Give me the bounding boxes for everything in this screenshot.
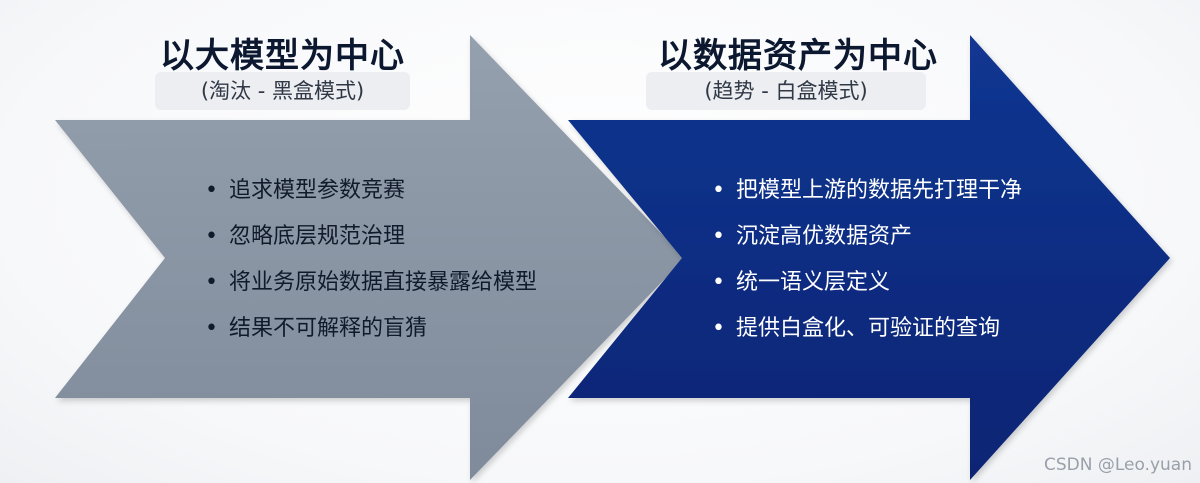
left-subtitle-badge: (淘汰 - 黑盒模式) [155, 72, 410, 110]
left-bullet-list: 追求模型参数竞赛 忽略底层规范治理 将业务原始数据直接暴露给模型 结果不可解释的… [205, 168, 537, 352]
left-bullet-item: 结果不可解释的盲猜 [205, 306, 537, 352]
right-bullet-item: 统一语义层定义 [712, 260, 1022, 306]
right-subtitle-badge: (趋势 - 白盒模式) [646, 72, 926, 110]
right-bullet-item: 沉淀高优数据资产 [712, 214, 1022, 260]
left-bullet-item: 追求模型参数竞赛 [205, 168, 537, 214]
right-bullet-item: 提供白盒化、可验证的查询 [712, 306, 1022, 352]
right-title: 以数据资产为中心 [658, 36, 938, 76]
right-bullet-list: 把模型上游的数据先打理干净 沉淀高优数据资产 统一语义层定义 提供白盒化、可验证… [712, 168, 1022, 352]
right-bullet-item: 把模型上游的数据先打理干净 [712, 168, 1022, 214]
watermark: CSDN @Leo.yuan [1043, 455, 1192, 475]
left-bullet-item: 忽略底层规范治理 [205, 214, 537, 260]
left-title: 以大模型为中心 [160, 36, 405, 76]
left-bullet-item: 将业务原始数据直接暴露给模型 [205, 260, 537, 306]
